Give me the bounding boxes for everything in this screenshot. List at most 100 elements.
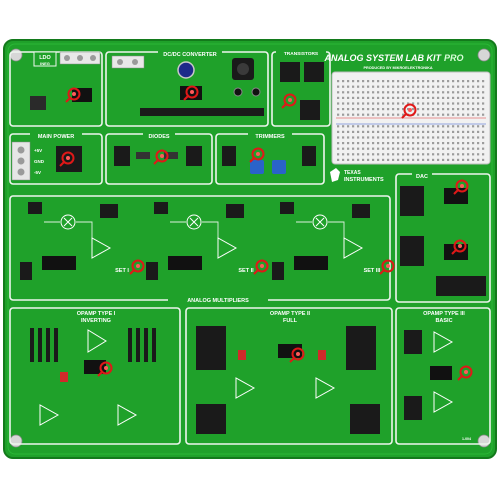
magnifier-probe-icon	[455, 179, 469, 193]
breadboard-grid	[336, 80, 486, 161]
breadboard-hole	[452, 147, 455, 150]
breadboard-hole	[482, 102, 485, 105]
multiplier-symbol	[312, 214, 328, 230]
breadboard-hole	[347, 113, 350, 116]
breadboard-hole	[452, 125, 455, 128]
breadboard-hole	[447, 147, 450, 150]
magnifier-probe-center	[66, 156, 70, 160]
breadboard-hole	[472, 85, 475, 88]
magnifier-probe-icon	[61, 151, 75, 165]
breadboard-hole	[442, 142, 445, 145]
mount-hole-top-left	[9, 48, 23, 62]
dac-section	[395, 173, 491, 303]
breadboard-hole	[417, 96, 420, 99]
breadboard-hole	[442, 158, 445, 161]
breadboard-hole	[337, 125, 340, 128]
breadboard-hole	[372, 80, 375, 83]
magnifier-probe-icon	[453, 239, 467, 253]
breadboard-hole	[352, 142, 355, 145]
magnifier-probe-center	[260, 264, 264, 268]
ldo-sub-label: INEG	[40, 61, 50, 66]
breadboard-hole	[357, 147, 360, 150]
breadboard-hole	[347, 102, 350, 105]
breadboard-hole	[352, 153, 355, 156]
breadboard-hole	[372, 91, 375, 94]
breadboard-hole	[477, 85, 480, 88]
breadboard-hole	[432, 108, 435, 111]
breadboard-hole	[417, 158, 420, 161]
multiplier-chip	[294, 256, 328, 270]
magnifier-probe-center	[104, 366, 108, 370]
breadboard-hole	[342, 108, 345, 111]
breadboard-hole	[402, 96, 405, 99]
magnifier-probe-icon	[459, 365, 473, 379]
breadboard-hole	[482, 130, 485, 133]
breadboard-hole	[407, 80, 410, 83]
breadboard-hole	[337, 130, 340, 133]
breadboard-hole	[457, 108, 460, 111]
breadboard-hole	[372, 142, 375, 145]
dac-label-box	[412, 171, 432, 179]
breadboard-hole	[417, 102, 420, 105]
breadboard-hole	[382, 102, 385, 105]
breadboard-hole	[477, 147, 480, 150]
breadboard-hole	[392, 153, 395, 156]
breadboard-hole	[452, 130, 455, 133]
breadboard-hole	[392, 158, 395, 161]
ldo-terminal-screw	[90, 55, 96, 61]
breadboard-hole	[412, 85, 415, 88]
magnifier-probe-icon	[99, 361, 113, 375]
breadboard-hole	[397, 96, 400, 99]
breadboard-hole	[457, 153, 460, 156]
trimmer-header	[302, 146, 316, 166]
dcdc-label-box	[158, 48, 222, 58]
breadboard-hole	[482, 142, 485, 145]
breadboard-hole	[402, 153, 405, 156]
breadboard-hole	[422, 125, 425, 128]
breadboard-hole	[467, 102, 470, 105]
magnifier-probe-handle	[289, 357, 295, 363]
breadboard-hole	[427, 113, 430, 116]
breadboard-hole	[412, 130, 415, 133]
breadboard-hole	[372, 147, 375, 150]
breadboard-hole	[337, 136, 340, 139]
opamp2-header-right	[346, 326, 376, 370]
transistor-header	[300, 100, 320, 120]
opamp-symbol	[315, 377, 336, 399]
resistor-header	[38, 328, 42, 362]
breadboard-hole	[397, 91, 400, 94]
magnifier-probe-center	[160, 154, 164, 158]
breadboard-hole	[467, 158, 470, 161]
breadboard-hole	[467, 125, 470, 128]
breadboard-hole	[357, 136, 360, 139]
breadboard-hole	[367, 130, 370, 133]
multiplier-header	[226, 204, 244, 218]
multiplier-header	[154, 202, 168, 214]
magnifier-probe-center	[296, 352, 300, 356]
breadboard-hole	[447, 125, 450, 128]
breadboard-hole	[377, 91, 380, 94]
magnifier-probe-icon	[131, 259, 145, 273]
breadboard-hole	[482, 91, 485, 94]
breadboard-hole	[377, 125, 380, 128]
magnifier-probe-handle	[59, 161, 65, 167]
breadboard-hole	[392, 142, 395, 145]
breadboard-hole	[452, 136, 455, 139]
breadboard-hole	[382, 113, 385, 116]
magnifier-probe-handle	[453, 189, 459, 195]
breadboard-hole	[422, 153, 425, 156]
resistor-header	[128, 328, 132, 362]
mount-hole-bottom-left	[9, 434, 23, 448]
breadboard-hole	[392, 113, 395, 116]
breadboard-hole	[367, 108, 370, 111]
multiplier-cross	[189, 217, 199, 227]
breadboard-hole	[442, 85, 445, 88]
breadboard-hole	[407, 108, 410, 111]
breadboard-hole	[442, 80, 445, 83]
breadboard-hole	[412, 147, 415, 150]
breadboard-hole	[412, 108, 415, 111]
board-subtitle: PRODUCED BY MIKROELEKTRONIKA	[363, 66, 432, 70]
magnifier-probe-icon	[185, 85, 199, 99]
diode-header	[186, 146, 202, 166]
breadboard-hole	[422, 113, 425, 116]
